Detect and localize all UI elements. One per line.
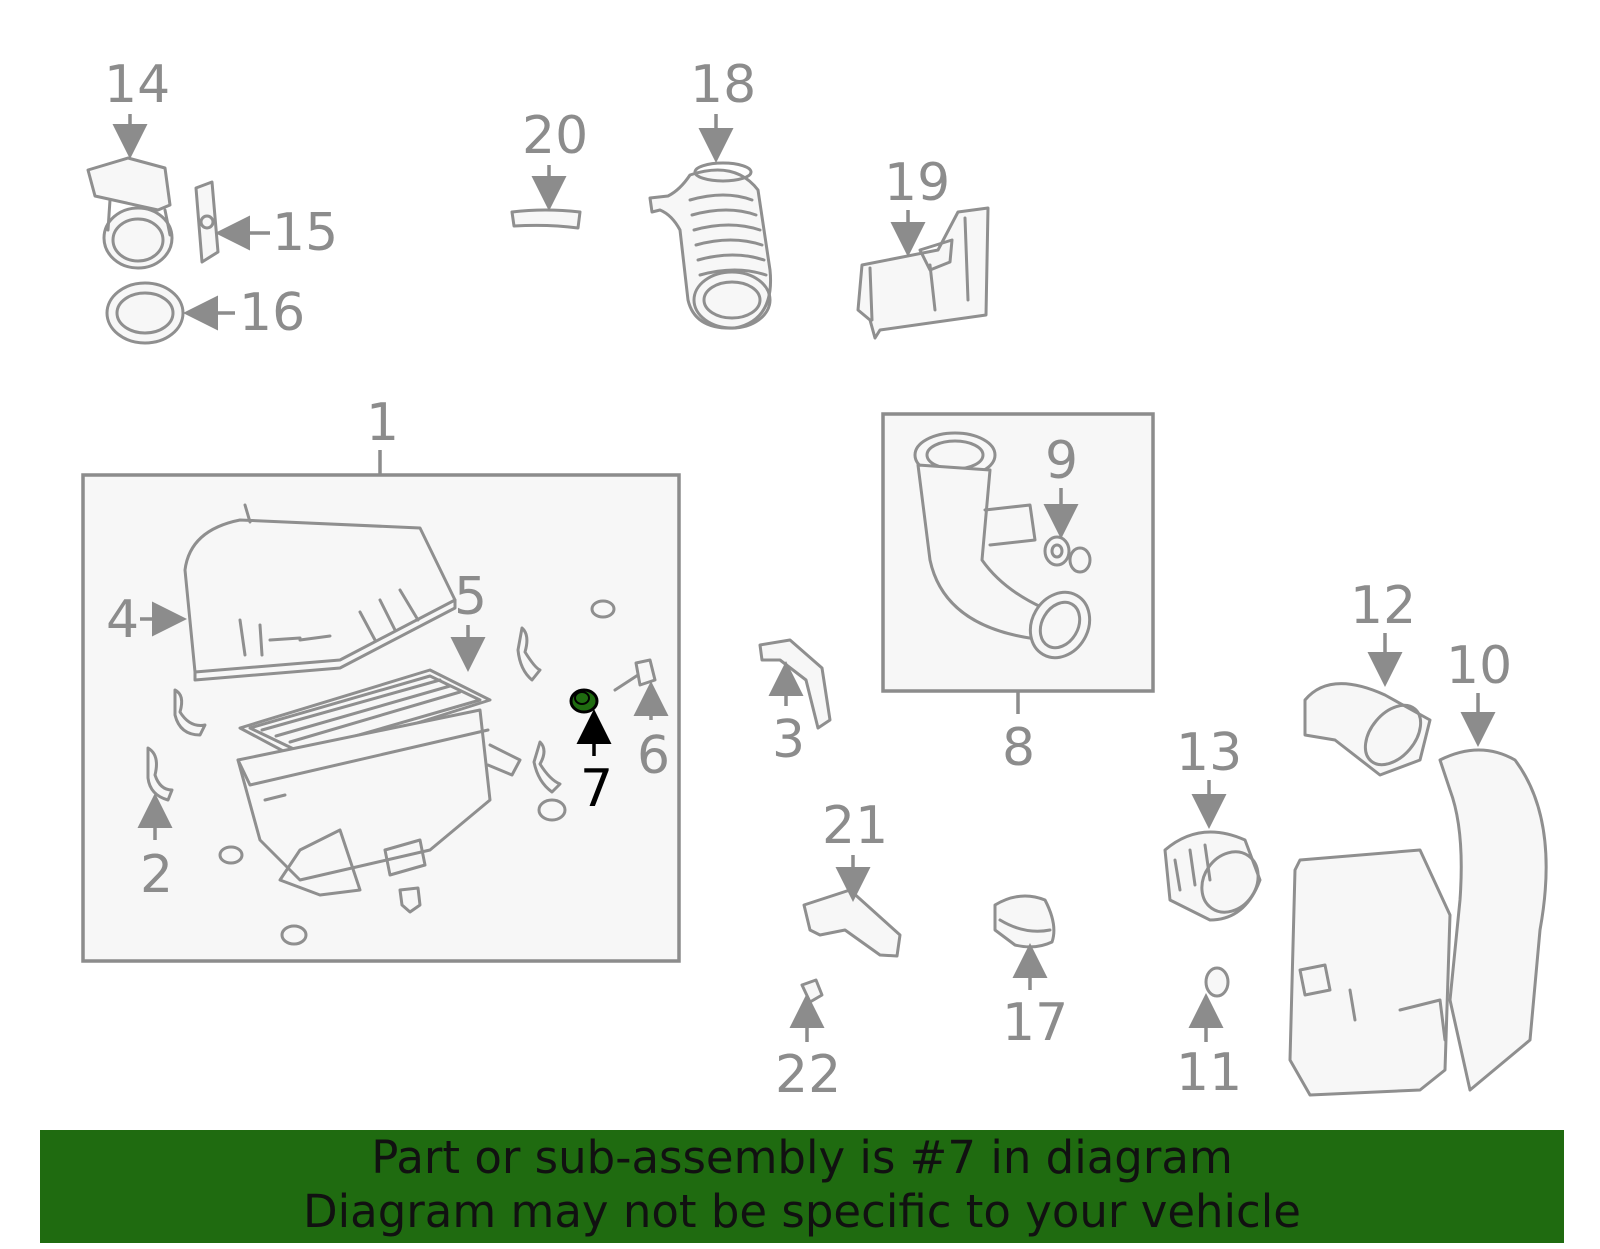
callout-22: 22 bbox=[775, 1045, 841, 1105]
callout-19: 19 bbox=[884, 153, 950, 213]
callout-11: 11 bbox=[1176, 1043, 1242, 1103]
part-14-meter[interactable] bbox=[86, 156, 174, 270]
part-4-air-cleaner-cap[interactable] bbox=[183, 503, 457, 682]
callout-21: 21 bbox=[822, 796, 888, 856]
part-15-gasket[interactable] bbox=[194, 180, 220, 264]
callout-3: 3 bbox=[772, 710, 805, 770]
part-13-hose[interactable] bbox=[1163, 830, 1270, 923]
grommet-left[interactable] bbox=[218, 845, 244, 865]
part-7-grommet-highlighted[interactable] bbox=[569, 688, 599, 714]
callout-1: 1 bbox=[366, 393, 399, 453]
info-banner: Part or sub-assembly is #7 in diagram Di… bbox=[40, 1130, 1564, 1243]
grommet-bottom[interactable] bbox=[280, 924, 308, 946]
part-2-clip[interactable] bbox=[146, 746, 174, 802]
part-6-bolt[interactable] bbox=[613, 658, 657, 692]
callout-12: 12 bbox=[1350, 576, 1416, 636]
callout-13: 13 bbox=[1176, 723, 1242, 783]
part-21-bracket[interactable] bbox=[802, 888, 902, 958]
callout-6: 6 bbox=[637, 726, 670, 786]
callout-4: 4 bbox=[106, 590, 139, 650]
part-10-resonator[interactable] bbox=[1288, 748, 1548, 1097]
callout-5: 5 bbox=[454, 567, 487, 627]
part-12-duct[interactable] bbox=[1303, 682, 1432, 777]
part-18-intake-hose[interactable] bbox=[648, 161, 773, 330]
part-3-bracket[interactable] bbox=[758, 638, 832, 730]
part-16-ring[interactable] bbox=[105, 281, 185, 345]
callout-18: 18 bbox=[690, 55, 756, 115]
grommet-top-right[interactable] bbox=[590, 599, 616, 619]
part-17-cap[interactable] bbox=[993, 894, 1056, 949]
part-9-nut[interactable] bbox=[1043, 535, 1092, 574]
banner-line-1: Part or sub-assembly is #7 in diagram bbox=[371, 1131, 1233, 1184]
callout-7: 7 bbox=[580, 759, 613, 819]
part-19-duct[interactable] bbox=[856, 206, 990, 340]
clip-right-upper[interactable] bbox=[516, 626, 542, 682]
callout-2: 2 bbox=[140, 845, 173, 905]
callout-10: 10 bbox=[1446, 636, 1512, 696]
callout-16: 16 bbox=[239, 283, 305, 343]
grommet-lower-right[interactable] bbox=[537, 798, 567, 822]
callout-17: 17 bbox=[1002, 993, 1068, 1053]
clip-right-lower[interactable] bbox=[532, 740, 562, 794]
callout-14: 14 bbox=[104, 55, 170, 115]
callout-15: 15 bbox=[272, 203, 338, 263]
banner-line-2: Diagram may not be specific to your vehi… bbox=[303, 1185, 1301, 1238]
part-20-clip[interactable] bbox=[510, 208, 582, 230]
part-22-clip[interactable] bbox=[800, 978, 824, 1004]
callout-8: 8 bbox=[1002, 718, 1035, 778]
callout-20: 20 bbox=[522, 106, 588, 166]
clip-upper-left[interactable] bbox=[173, 688, 207, 737]
air-cleaner-case[interactable] bbox=[236, 708, 522, 897]
part-8-air-duct[interactable] bbox=[913, 431, 1101, 668]
part-5-filter-element[interactable] bbox=[238, 668, 492, 762]
fastener-bottom[interactable] bbox=[398, 886, 422, 914]
part-11-grommet[interactable] bbox=[1204, 966, 1230, 998]
callout-9: 9 bbox=[1045, 431, 1078, 491]
